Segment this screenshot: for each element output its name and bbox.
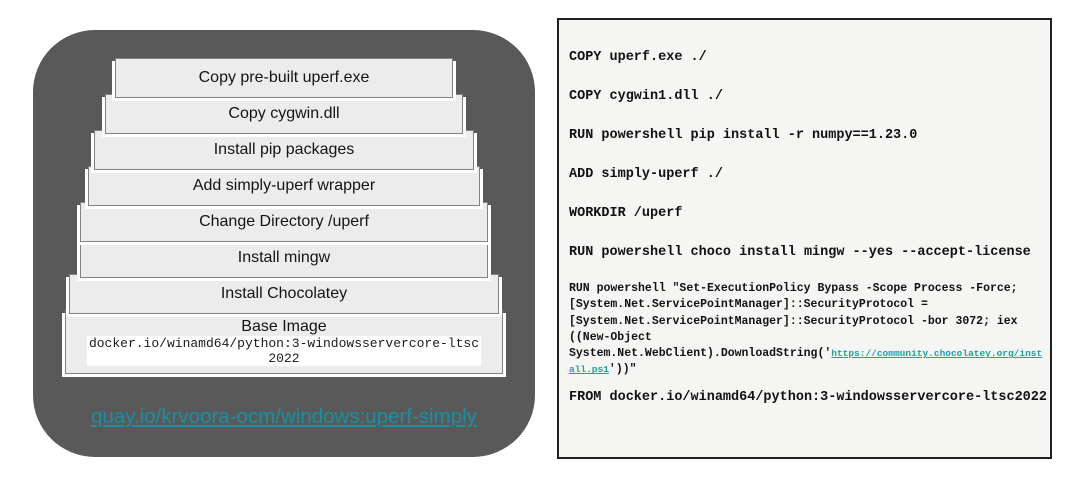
layer-install-pip-packages: Install pip packages: [94, 130, 474, 170]
script-text-after-link: '))": [608, 363, 637, 377]
dockerfile-line-run-choco-install: RUN powershell choco install mingw --yes…: [569, 245, 1031, 260]
script-text-before-link: RUN powershell "Set-ExecutionPolicy Bypa…: [569, 282, 1018, 361]
dockerfile-line-from-base-image: FROM docker.io/winamd64/python:3-windows…: [569, 389, 1047, 405]
base-image-reference: docker.io/winamd64/python:3-windowsserve…: [86, 336, 482, 366]
layer-install-mingw: Install mingw: [80, 238, 488, 278]
base-image-title: Base Image: [241, 318, 327, 335]
layer-label: Add simply-uperf wrapper: [192, 177, 376, 194]
dockerfile-line-copy-cygwin: COPY cygwin1.dll ./: [569, 89, 723, 104]
layer-add-simply-uperf-wrapper: Add simply-uperf wrapper: [88, 166, 480, 206]
dockerfile-panel: COPY uperf.exe ./ COPY cygwin1.dll ./ RU…: [557, 18, 1052, 459]
layer-label: Copy pre-built uperf.exe: [198, 69, 370, 86]
dockerfile-line-add-simply-uperf: ADD simply-uperf ./: [569, 167, 723, 182]
layer-copy-cygwin-dll: Copy cygwin.dll: [105, 94, 463, 134]
layer-label: Install Chocolatey: [220, 285, 348, 302]
layer-label: Copy cygwin.dll: [228, 105, 340, 122]
dockerfile-line-run-pip: RUN powershell pip install -r numpy==1.2…: [569, 128, 918, 143]
layer-install-chocolatey: Install Chocolatey: [69, 274, 499, 314]
dockerfile-line-run-powershell-script: RUN powershell "Set-ExecutionPolicy Bypa…: [569, 281, 1047, 379]
layer-base-image: Base Image docker.io/winamd64/python:3-w…: [65, 310, 503, 374]
layer-label: Change Directory /uperf: [199, 213, 369, 230]
dockerfile-line-workdir: WORKDIR /uperf: [569, 206, 683, 221]
dockerfile-line-copy-uperf: COPY uperf.exe ./: [569, 50, 707, 65]
layer-label: Install pip packages: [213, 141, 355, 158]
layer-change-directory: Change Directory /uperf: [80, 202, 488, 242]
registry-link-row: quay.io/krvoora-ocm/windows:uperf-simply: [33, 405, 535, 429]
layer-copy-uperf-exe: Copy pre-built uperf.exe: [115, 58, 453, 98]
image-layers-panel: Copy pre-built uperf.exe Copy cygwin.dll…: [33, 30, 535, 457]
layer-label: Install mingw: [237, 249, 331, 266]
quay-registry-link[interactable]: quay.io/krvoora-ocm/windows:uperf-simply: [91, 405, 477, 428]
chocolatey-install-link[interactable]: https://community.chocolatey.org/install…: [569, 348, 1043, 376]
